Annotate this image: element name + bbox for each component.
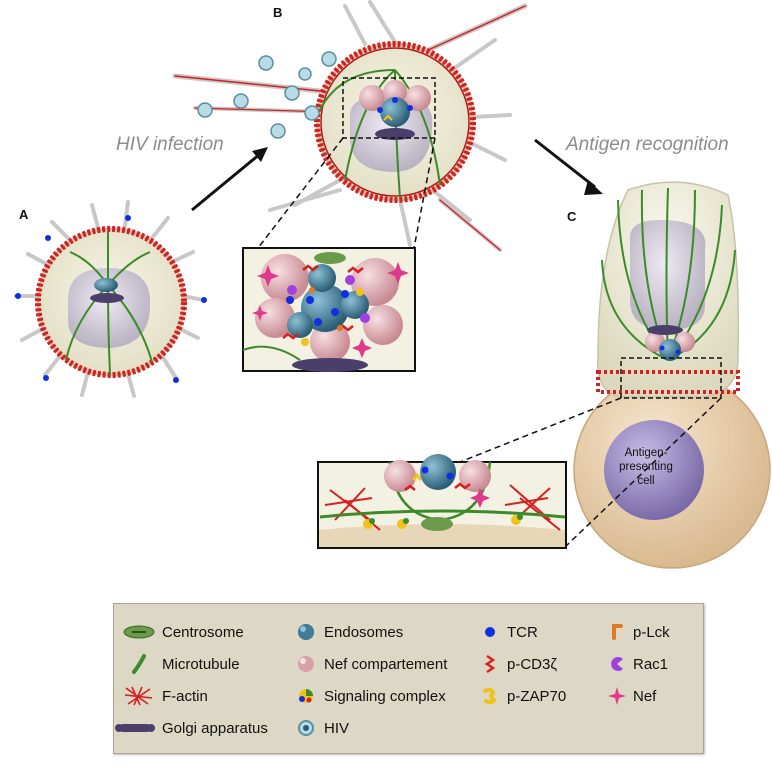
hiv-particles [197, 51, 337, 139]
nef-icon [608, 687, 626, 705]
cell-a-golgi [90, 293, 124, 303]
step-antigen-recognition: Antigen recognition [566, 134, 729, 155]
cell-b-cortical-actin [314, 41, 476, 203]
legend-item-tcr: TCR [479, 619, 538, 645]
panel-label-c: C [567, 209, 577, 224]
legend-item-p-cd3z: p-CD3ζ [479, 651, 557, 677]
legend-item-endosomes: Endosomes [294, 619, 403, 645]
panel-label-a: A [19, 207, 29, 222]
cell-b-golgi [375, 128, 415, 140]
legend-item-signaling-complex: Signaling complex [294, 683, 446, 709]
cell-c-synapse-cluster [645, 325, 695, 361]
apc-nucleus [604, 420, 704, 520]
legend-item-rac1: Rac1 [607, 651, 668, 677]
legend-item-p-zap70: p-ZAP70 [479, 683, 566, 709]
inset-c [317, 397, 722, 549]
zoom-box-b [342, 77, 436, 139]
legend-item-f-actin: F-actin [122, 683, 208, 709]
p-lck-icon [612, 624, 623, 640]
cell-a-cortical-actin [35, 226, 187, 378]
endosome-icon [298, 624, 314, 640]
legend-item-nef: Nef [607, 683, 656, 709]
cell-b [172, 0, 528, 252]
microtubule-icon [132, 654, 146, 674]
legend: Centrosome Microtubule F-actin Golgi app… [113, 603, 704, 754]
apc-label: Antigen- presenting cell [619, 447, 673, 487]
cell-a [14, 200, 207, 398]
legend-item-hiv: HIV [294, 715, 349, 741]
step-hiv-infection: HIV infection [116, 134, 224, 155]
cell-c-actin-ring [596, 370, 740, 394]
zoom-box-c [620, 357, 722, 399]
legend-item-nef-compartement: Nef compartement [294, 651, 447, 677]
tcr-icon [485, 627, 495, 637]
legend-item-p-lck: p-Lck [607, 619, 670, 645]
cell-b-filopodia [172, 0, 528, 252]
cell-c-nucleus [629, 220, 706, 330]
cell-b-synapse-cluster [359, 80, 431, 140]
legend-item-microtubule: Microtubule [122, 651, 240, 677]
legend-item-golgi: Golgi apparatus [114, 715, 268, 741]
inset-b [242, 137, 436, 372]
centrosome-icon [123, 625, 155, 639]
p-zap70-icon [483, 687, 497, 705]
signaling-complex-icon [299, 689, 313, 703]
p-cd3z-icon [484, 654, 496, 674]
arrows [191, 138, 603, 212]
panel-label-b: B [273, 5, 283, 20]
hiv-icon [298, 720, 314, 736]
golgi-icon [115, 724, 155, 732]
cell-c [573, 181, 771, 569]
f-actin-icon [124, 686, 153, 706]
nef-compartment-icon [298, 656, 314, 672]
rac1-icon [611, 657, 623, 671]
cell-a-tcr [15, 215, 207, 383]
legend-item-centrosome: Centrosome [122, 619, 244, 645]
